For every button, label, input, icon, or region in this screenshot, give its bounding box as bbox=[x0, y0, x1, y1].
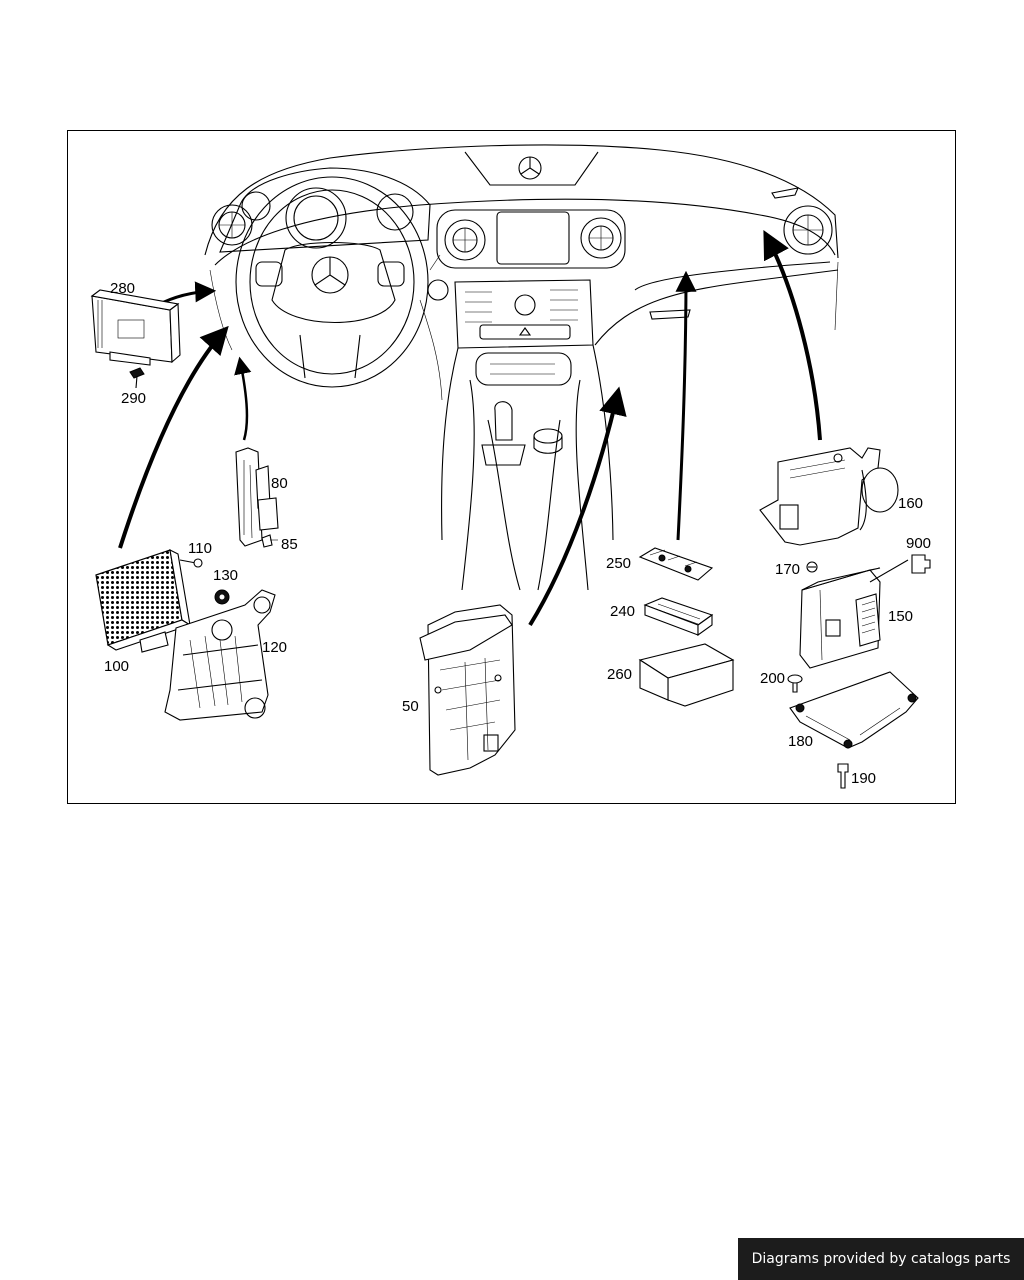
callout-85: 85 bbox=[281, 536, 298, 553]
callout-190: 190 bbox=[851, 770, 876, 787]
callout-50: 50 bbox=[402, 698, 419, 715]
part-290-screw bbox=[129, 367, 145, 389]
part-180-plate bbox=[789, 671, 919, 749]
callout-110: 110 bbox=[188, 540, 212, 557]
callout-150: 150 bbox=[888, 608, 913, 625]
callout-160: 160 bbox=[898, 495, 923, 512]
dashboard-illustration bbox=[204, 144, 839, 591]
part-900-connector bbox=[911, 554, 931, 574]
callout-170: 170 bbox=[775, 561, 800, 578]
part-100-amplifier bbox=[95, 549, 192, 653]
callout-290: 290 bbox=[121, 390, 146, 407]
part-50-control-unit bbox=[419, 604, 516, 776]
callout-200: 200 bbox=[760, 670, 785, 687]
part-200-screw bbox=[787, 674, 803, 693]
watermark-banner: Diagrams provided by catalogs parts bbox=[738, 1238, 1024, 1280]
part-190-pin bbox=[837, 763, 849, 789]
part-260-tray bbox=[638, 643, 735, 707]
part-110-screw bbox=[179, 558, 203, 568]
callout-280: 280 bbox=[110, 280, 135, 297]
part-80-bracket bbox=[235, 447, 279, 547]
part-130-nut bbox=[214, 589, 230, 605]
callout-900: 900 bbox=[906, 535, 931, 552]
diagram-frame bbox=[67, 130, 956, 804]
callout-100: 100 bbox=[104, 658, 129, 675]
part-85-screw bbox=[261, 534, 278, 548]
callout-120: 120 bbox=[262, 639, 287, 656]
callout-labels: 280 290 80 85 110 130 100 120 50 250 240… bbox=[104, 280, 931, 787]
callout-130: 130 bbox=[213, 567, 238, 584]
assembly-arrows bbox=[118, 230, 822, 627]
part-170-screw bbox=[806, 561, 818, 573]
callout-250: 250 bbox=[606, 555, 631, 572]
part-250-antenna bbox=[638, 547, 714, 581]
callout-260: 260 bbox=[607, 666, 632, 683]
callout-180: 180 bbox=[788, 733, 813, 750]
callout-80: 80 bbox=[271, 475, 288, 492]
callout-240: 240 bbox=[610, 603, 635, 620]
part-240-module bbox=[643, 597, 714, 637]
part-150-control-unit bbox=[799, 559, 909, 669]
part-120-carrier bbox=[164, 589, 276, 721]
part-160-bracket bbox=[759, 447, 899, 546]
part-280-module bbox=[90, 289, 181, 366]
